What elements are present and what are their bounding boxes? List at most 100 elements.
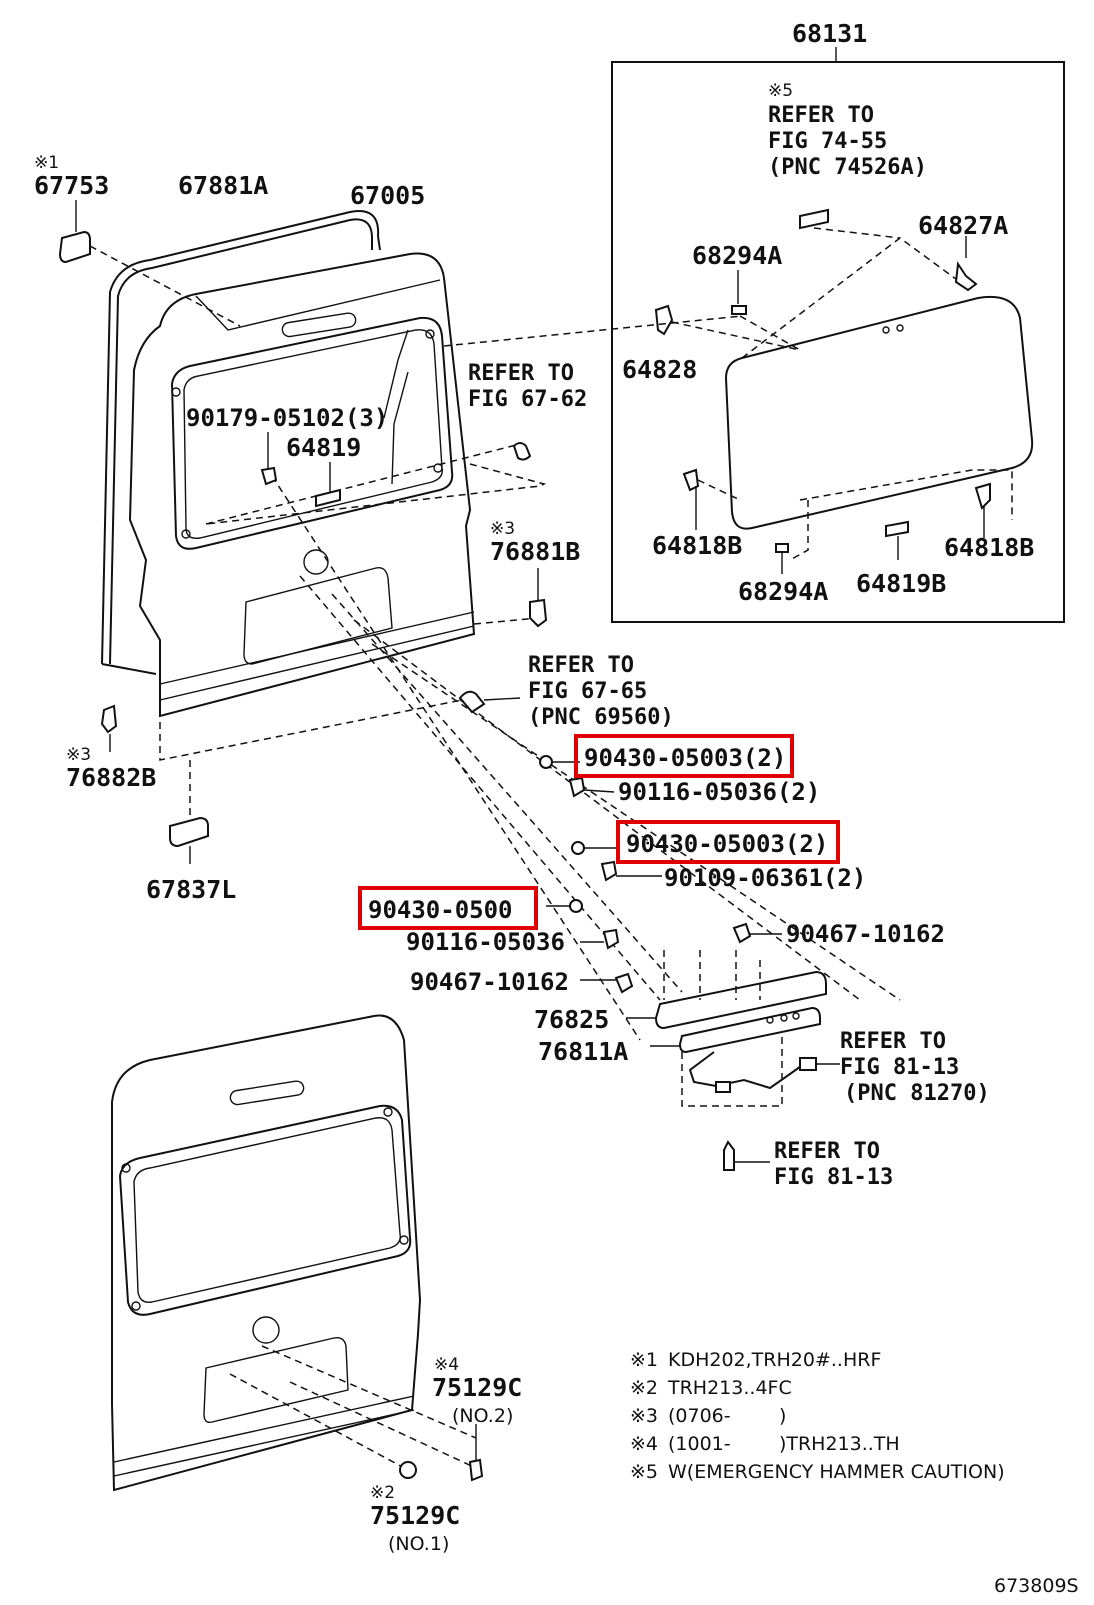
back-door-panel-67005 — [128, 252, 476, 718]
label-68294A-lower: 68294A — [738, 577, 828, 606]
license-plate-recess — [243, 567, 393, 665]
wire-connector-b — [799, 1057, 817, 1071]
clip-64818B-left — [682, 468, 700, 492]
refer-67-62-line1: REFER TO — [468, 361, 574, 386]
mark-2: ※2 — [370, 1483, 395, 1503]
glass-box-frame — [611, 61, 1065, 623]
label-67753: 67753 — [34, 171, 109, 200]
mark-5: ※5 — [768, 81, 793, 101]
label-76811A: 76811A — [538, 1037, 628, 1066]
back-door-lower-panel — [111, 1014, 422, 1492]
label-64828: 64828 — [622, 355, 697, 384]
legend-text-3: (0706- ) — [668, 1405, 786, 1427]
refer-81-13b-line2: FIG 81-13 — [774, 1165, 893, 1190]
striker-76881B — [529, 598, 548, 628]
figure-id: 673809S — [994, 1575, 1079, 1597]
label-76825: 76825 — [534, 1005, 609, 1034]
nut-90430-c — [569, 899, 583, 913]
spacer-68294A-lower — [775, 543, 789, 553]
lower-window-opening — [118, 1104, 412, 1316]
cover-76825 — [654, 970, 827, 1030]
clip-64818B-right — [974, 482, 991, 510]
lamp-76811A — [678, 1006, 821, 1054]
clip-64828 — [654, 304, 674, 336]
label-67005: 67005 — [350, 181, 425, 210]
back-door-lower-view — [111, 1014, 484, 1492]
highlight-90430-a — [574, 734, 794, 778]
label-90467-a: 90467-10162 — [786, 920, 945, 948]
label-64827A: 64827A — [918, 211, 1008, 240]
label-90430-b: 90430-05003(2) — [626, 830, 828, 858]
refer-81-13a-line3: (PNC 81270) — [844, 1081, 990, 1106]
label-64818B-right: 64818B — [944, 533, 1034, 562]
nut-90430-b — [571, 841, 585, 855]
mark-4: ※4 — [434, 1355, 459, 1375]
screw-90116-b — [602, 928, 620, 950]
wire-connector-a — [715, 1081, 731, 1093]
legend-mark-1: ※1 — [630, 1349, 658, 1371]
label-67837L: 67837L — [146, 875, 236, 904]
mark-1: ※1 — [34, 153, 59, 173]
nut-90430-a — [539, 755, 553, 769]
lock-part-67-65 — [458, 690, 486, 714]
screw-90109 — [600, 860, 618, 882]
clip-90467-a — [732, 922, 752, 944]
labels: 68131 ※5 REFER TO FIG 74-55 (PNC 74526A)… — [34, 19, 1079, 1597]
label-67881A: 67881A — [178, 171, 268, 200]
label-68131: 68131 — [792, 19, 867, 48]
stop-lamp-assembly — [626, 950, 840, 1171]
grommet-90179 — [260, 466, 278, 486]
label-76882B: 76882B — [66, 763, 156, 792]
refer-74-55-line1: REFER TO — [768, 103, 874, 128]
legend-text-5: W(EMERGENCY HAMMER CAUTION) — [668, 1461, 1005, 1483]
legend-text-1: KDH202,TRH20#..HRF — [668, 1349, 881, 1371]
back-door-glass — [724, 296, 1034, 530]
label-64818B-left: 64818B — [652, 531, 742, 560]
stop-lamp-slot — [281, 312, 357, 338]
label-90430-a: 90430-05003(2) — [584, 744, 786, 772]
label-90116-a: 90116-05036(2) — [618, 778, 820, 806]
handle-67837L — [169, 816, 209, 848]
mark-3-upper: ※3 — [490, 519, 515, 539]
legend-text-2: TRH213..4FC — [667, 1377, 792, 1399]
refer-74-55-line3: (PNC 74526A) — [768, 155, 927, 180]
seal-64819 — [315, 488, 341, 508]
legend-mark-4: ※4 — [630, 1433, 658, 1455]
label-90116-b: 90116-05036 — [406, 928, 565, 956]
label-76881B: 76881B — [490, 537, 580, 566]
label-75129C-no2: 75129C — [432, 1373, 522, 1402]
legend-mark-3: ※3 — [630, 1405, 658, 1427]
seal-64819B — [885, 520, 909, 538]
weatherstrip-67881A — [101, 210, 381, 665]
label-75129C-no1: 75129C — [370, 1501, 460, 1530]
clip-90467-b — [614, 972, 634, 994]
emblem-67753 — [58, 230, 91, 264]
refer-81-13b-line1: REFER TO — [774, 1139, 880, 1164]
legend-text-4: (1001- )TRH213..TH — [668, 1433, 900, 1455]
label-68294A-upper: 68294A — [692, 241, 782, 270]
sublabel-no2: (NO.2) — [452, 1405, 513, 1427]
glass-detail-box — [611, 47, 1065, 623]
label-64819B: 64819B — [856, 569, 946, 598]
legend-mark-5: ※5 — [630, 1461, 658, 1483]
label-64819: 64819 — [286, 433, 361, 462]
screw-90116-a — [568, 776, 586, 798]
bolt-81-13 — [723, 1140, 735, 1171]
refer-67-65-line1: REFER TO — [528, 653, 634, 678]
clip-64827A — [954, 261, 978, 292]
cap-75129C-no1 — [399, 1461, 417, 1479]
back-door-upper-assembly — [58, 200, 901, 1041]
refer-67-62-line2: FIG 67-62 — [468, 387, 587, 412]
refer-74-55-line2: FIG 74-55 — [768, 129, 887, 154]
legend-mark-2: ※2 — [630, 1377, 658, 1399]
sublabel-no1: (NO.1) — [388, 1533, 449, 1555]
label-90430-c: 90430-0500 — [368, 896, 513, 924]
clip-67-62 — [512, 442, 532, 461]
highlight-90430-b — [616, 820, 840, 864]
striker-76882B — [100, 704, 118, 734]
refer-67-65-line2: FIG 67-65 — [528, 679, 647, 704]
refer-81-13a-line2: FIG 81-13 — [840, 1055, 959, 1080]
back-door-window-opening — [170, 316, 454, 550]
